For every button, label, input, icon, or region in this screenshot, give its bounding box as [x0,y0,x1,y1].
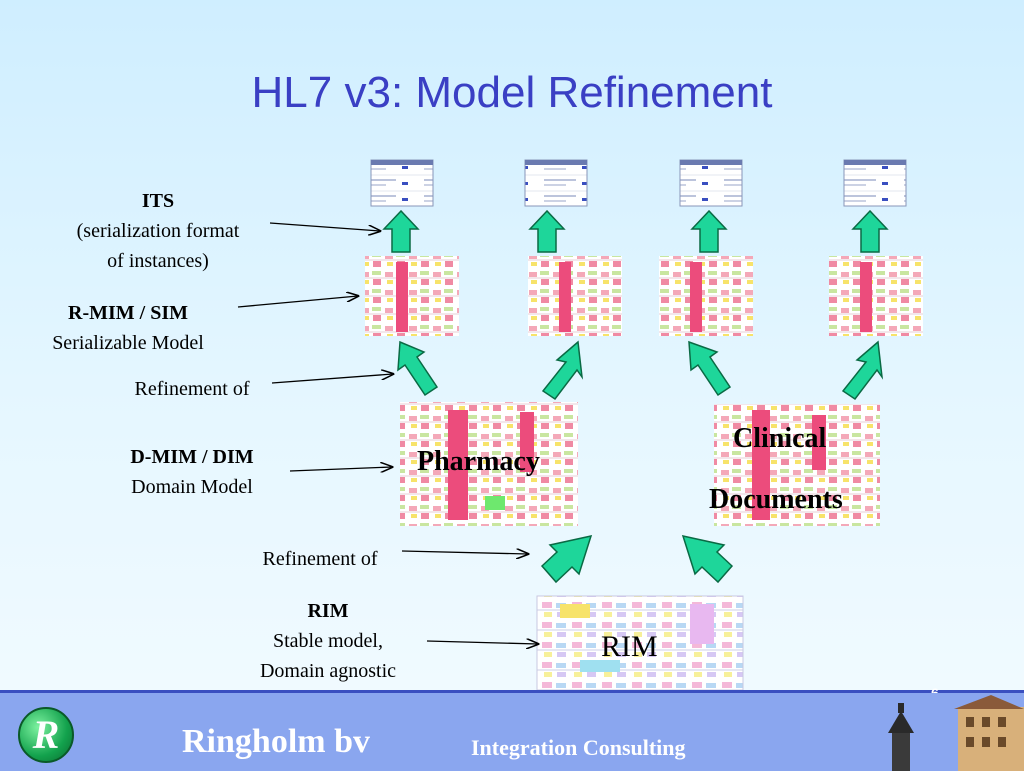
refinement-upper-pointer [271,374,393,384]
its-label: ITS (serialization format of instances) [40,186,276,276]
pointer-lines [237,222,538,644]
diagram-graphics [237,159,923,690]
dmim-thumbnails [400,402,880,526]
rmim-label: R-MIM / SIM Serializable Model [20,298,236,358]
diagonal-arrow-icon [397,340,439,397]
its-pointer [269,222,380,231]
diagonal-arrow-icon [541,340,584,401]
footer-bar: R 6 Ringholm bv Integration Consulting [0,685,1024,771]
diagonal-arrow-icon [841,340,884,401]
company-tagline: Integration Consulting [471,735,686,760]
rmim-thumbnail [528,256,622,336]
rmim-thumbnail [365,256,459,336]
rmim-thumbnail [659,256,753,336]
rmim-desc: Serializable Model [52,332,204,354]
dmim-pointer [289,467,392,471]
up-arrow-icon [382,209,420,253]
pharmacy-label: Pharmacy [417,446,540,477]
dmim-arrows [397,340,884,401]
rim-diagram-label: RIM [601,630,658,663]
diagonal-arrow-icon [681,534,734,584]
dmim-title: D-MIM / DIM [130,446,254,468]
rim-title: RIM [307,600,349,622]
diagonal-arrow-icon [540,534,593,584]
its-arrows [382,209,889,253]
rim-desc-2: Domain agnostic [259,660,397,682]
diagonal-arrow-icon [688,340,732,397]
rmim-pointer [237,296,358,308]
dmim-label: D-MIM / DIM Domain Model [94,442,290,502]
rim-label: RIM Stable model, Domain agnostic [230,596,426,686]
up-arrow-icon [528,209,566,253]
up-arrow-icon [690,209,728,253]
rmim-thumbnail [829,256,923,336]
pharmacy-dmim-diagram [400,402,578,526]
logo-letter: R [32,712,60,757]
rim-desc-1: Stable model, [273,630,383,652]
refinement-lower-label: Refinement of [262,548,378,570]
dmim-desc: Domain Model [131,476,253,498]
its-thumbnail [524,159,588,207]
refinement-upper-label: Refinement of [134,378,250,400]
slide-title: HL7 v3: Model Refinement [251,68,773,117]
its-thumbnail [843,159,907,207]
rim-arrows [540,534,734,584]
up-arrow-icon [851,209,889,253]
rmim-title: R-MIM / SIM [68,302,188,324]
clinical-label-line1: Clinical [733,423,827,454]
its-thumbnails [370,159,907,207]
its-thumbnail [679,159,743,207]
clinical-label-line2: Documents [709,484,843,515]
company-name: Ringholm bv [182,723,370,760]
ringholm-logo: R [18,707,74,763]
its-desc-2: of instances) [107,250,209,272]
rim-pointer [426,641,538,644]
its-thumbnail [370,159,434,207]
refinement-lower-pointer [401,551,528,554]
rmim-thumbnails [365,256,923,336]
clinical-documents-dmim-diagram [714,404,880,526]
building-photo [870,693,1024,771]
its-desc-1: (serialization format [76,220,240,242]
rim-diagram [536,595,744,690]
its-title: ITS [141,190,175,212]
